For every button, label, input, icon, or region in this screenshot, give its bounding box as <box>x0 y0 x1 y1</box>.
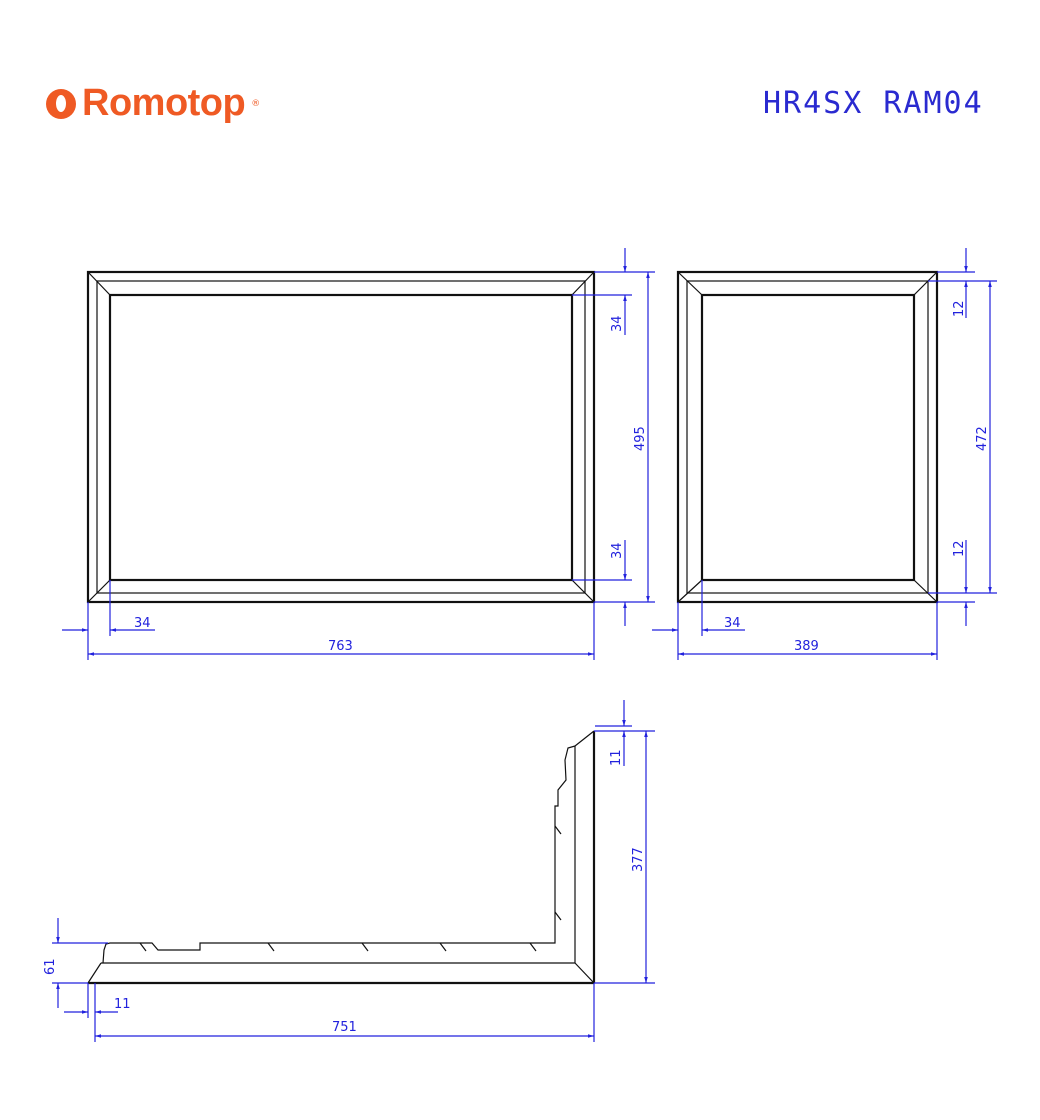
dim-side-height: 472 <box>975 426 990 451</box>
dim-front-height: 495 <box>633 426 648 451</box>
side-frame-view <box>676 270 939 604</box>
dim-side-width: 389 <box>794 639 819 654</box>
dim-front-frame-top: 34 <box>610 315 625 332</box>
dim-section-height: 377 <box>631 847 646 872</box>
flame-icon <box>46 88 76 119</box>
front-dimensions: 34 34 495 34 763 <box>62 248 655 660</box>
dim-front-frame-bottom: 34 <box>610 542 625 559</box>
dim-section-base-height: 61 <box>43 958 58 975</box>
section-dimensions: 11 377 61 11 751 <box>43 700 655 1042</box>
side-dimensions: 12 12 472 34 389 <box>652 248 997 660</box>
registered-mark: ® <box>251 98 261 109</box>
dim-section-top-offset: 11 <box>609 749 624 766</box>
brand-name: Romotop <box>82 82 246 124</box>
dim-section-width: 751 <box>332 1020 357 1035</box>
section-profile-view <box>87 730 596 985</box>
dim-side-frame-side: 34 <box>724 616 741 631</box>
dim-section-base-offset: 11 <box>114 997 131 1012</box>
dim-side-frame-bottom: 12 <box>952 540 967 557</box>
dim-front-width: 763 <box>328 639 353 654</box>
romotop-logo: Romotop ® <box>46 82 260 125</box>
dim-front-frame-side: 34 <box>134 616 151 631</box>
dim-side-frame-top: 12 <box>952 300 967 317</box>
front-frame-view <box>86 270 596 604</box>
model-code: HR4SX RAM04 <box>763 86 984 121</box>
